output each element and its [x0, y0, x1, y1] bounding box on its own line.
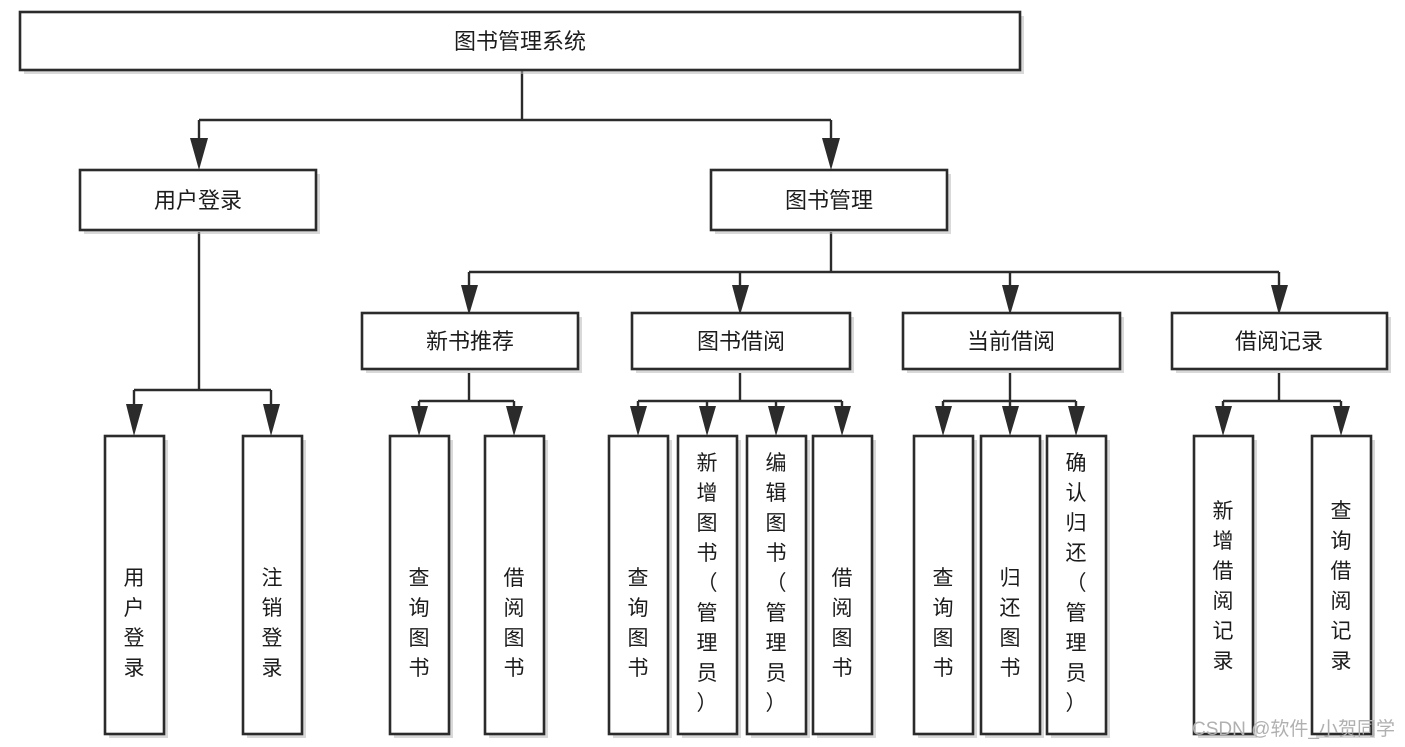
- arrow-head-leaf-add-record: [1215, 406, 1232, 436]
- arrow-head-leaf-return-book: [1002, 406, 1019, 436]
- node-borrow-record-label: 借阅记录: [1235, 329, 1323, 354]
- node-root-label: 图书管理系统: [454, 29, 586, 54]
- leaf-query-book-3-box[interactable]: [912, 434, 975, 736]
- leaf-borrow-book-2[interactable]: 借阅图书: [811, 434, 876, 738]
- leaf-return-book-label: 归还图书: [1000, 567, 1021, 680]
- arrow-head-user-login: [190, 138, 208, 170]
- arrow-head-book-management: [822, 138, 840, 170]
- node-book-borrow-label: 图书借阅: [697, 329, 785, 354]
- leaf-borrow-book-2-box[interactable]: [811, 434, 874, 736]
- leaf-confirm-return-box[interactable]: [1045, 434, 1108, 736]
- arrow-head-leaf-query-book-2: [630, 406, 647, 436]
- arrow-head-book-borrow: [732, 285, 749, 315]
- leaf-user-login[interactable]: 用户登录: [103, 434, 168, 738]
- leaf-query-book-1-label: 查询图书: [409, 567, 430, 680]
- leaf-return-book-box[interactable]: [979, 434, 1042, 736]
- node-user-login-box[interactable]: [78, 168, 318, 232]
- leaf-user-logout[interactable]: 注销登录: [241, 434, 306, 738]
- leaf-query-book-1-box[interactable]: [388, 434, 451, 736]
- arrow-head-leaf-edit-book: [768, 406, 785, 436]
- node-root-box[interactable]: [18, 10, 1022, 72]
- leaf-borrow-book-1[interactable]: 借阅图书: [483, 434, 548, 738]
- leaf-user-logout-label: 注销登录: [262, 567, 283, 680]
- leaf-query-book-2-label: 查询图书: [628, 567, 649, 680]
- leaf-query-record[interactable]: 查询借阅记录: [1310, 434, 1375, 738]
- arrow-head-leaf-user-logout: [263, 404, 280, 436]
- leaf-add-record-label: 新增借阅记录: [1213, 500, 1234, 673]
- leaf-user-logout-box[interactable]: [241, 434, 304, 736]
- node-user-login-label: 用户登录: [154, 188, 242, 213]
- node-current-borrow-label: 当前借阅: [967, 329, 1055, 354]
- node-borrow-record-box[interactable]: [1170, 311, 1389, 371]
- arrow-head-leaf-borrow-book-1: [506, 406, 523, 436]
- node-new-book-recommend[interactable]: 新书推荐: [360, 311, 582, 373]
- leaf-add-book-box[interactable]: [676, 434, 739, 736]
- leaf-edit-book-box[interactable]: [745, 434, 808, 736]
- csdn-watermark: CSDN @软件_小贺同学: [1192, 718, 1395, 740]
- leaf-borrow-book-1-box[interactable]: [483, 434, 546, 736]
- arrow-head-borrow-record: [1271, 285, 1288, 315]
- arrow-head-current-borrow: [1002, 285, 1019, 315]
- node-new-book-recommend-box[interactable]: [360, 311, 580, 371]
- arrow-head-leaf-user-login: [126, 404, 143, 436]
- arrow-head-leaf-confirm-return: [1068, 406, 1085, 436]
- node-user-login[interactable]: 用户登录: [78, 168, 320, 234]
- connector-layer: [126, 70, 1350, 436]
- leaf-add-record[interactable]: 新增借阅记录: [1192, 434, 1257, 738]
- leaf-user-login-box[interactable]: [103, 434, 166, 736]
- node-book-management-label: 图书管理: [785, 188, 873, 213]
- arrow-head-leaf-query-record: [1333, 406, 1350, 436]
- leaf-query-book-1[interactable]: 查询图书: [388, 434, 453, 738]
- leaf-user-login-label: 用户登录: [124, 567, 145, 680]
- arrow-head-leaf-query-book-1: [411, 406, 428, 436]
- leaf-query-book-3-label: 查询图书: [933, 567, 954, 680]
- leaf-borrow-book-2-label: 借阅图书: [832, 567, 853, 680]
- leaf-borrow-book-1-label: 借阅图书: [504, 567, 525, 680]
- node-current-borrow-box[interactable]: [901, 311, 1122, 371]
- node-current-borrow[interactable]: 当前借阅: [901, 311, 1124, 373]
- node-book-borrow-box[interactable]: [630, 311, 852, 371]
- node-root[interactable]: 图书管理系统: [18, 10, 1024, 74]
- leaf-edit-book[interactable]: 编辑图书（管理员）: [745, 434, 810, 738]
- arrow-head-leaf-query-book-3: [935, 406, 952, 436]
- leaf-confirm-return-label: 确认归还（管理员）: [1066, 452, 1087, 715]
- leaf-query-record-label: 查询借阅记录: [1331, 500, 1352, 673]
- leaf-return-book[interactable]: 归还图书: [979, 434, 1044, 738]
- leaf-confirm-return[interactable]: 确认归还（管理员）: [1045, 434, 1110, 738]
- arrow-head-leaf-add-book: [699, 406, 716, 436]
- leaf-query-book-2[interactable]: 查询图书: [607, 434, 672, 738]
- leaf-add-book[interactable]: 新增图书（管理员）: [676, 434, 741, 738]
- node-book-management-box[interactable]: [709, 168, 949, 232]
- arrow-head-leaf-borrow-book-2: [834, 406, 851, 436]
- node-book-borrow[interactable]: 图书借阅: [630, 311, 854, 373]
- leaf-edit-book-label: 编辑图书（管理员）: [766, 452, 787, 715]
- leaf-query-book-2-box[interactable]: [607, 434, 670, 736]
- node-book-management[interactable]: 图书管理: [709, 168, 951, 234]
- node-borrow-record[interactable]: 借阅记录: [1170, 311, 1391, 373]
- leaf-query-book-3[interactable]: 查询图书: [912, 434, 977, 738]
- node-new-book-recommend-label: 新书推荐: [426, 329, 514, 354]
- leaf-add-book-label: 新增图书（管理员）: [697, 452, 718, 715]
- leaf-query-record-box[interactable]: [1310, 434, 1373, 736]
- leaf-add-record-box[interactable]: [1192, 434, 1255, 736]
- arrow-head-new-book-recommend: [461, 285, 478, 315]
